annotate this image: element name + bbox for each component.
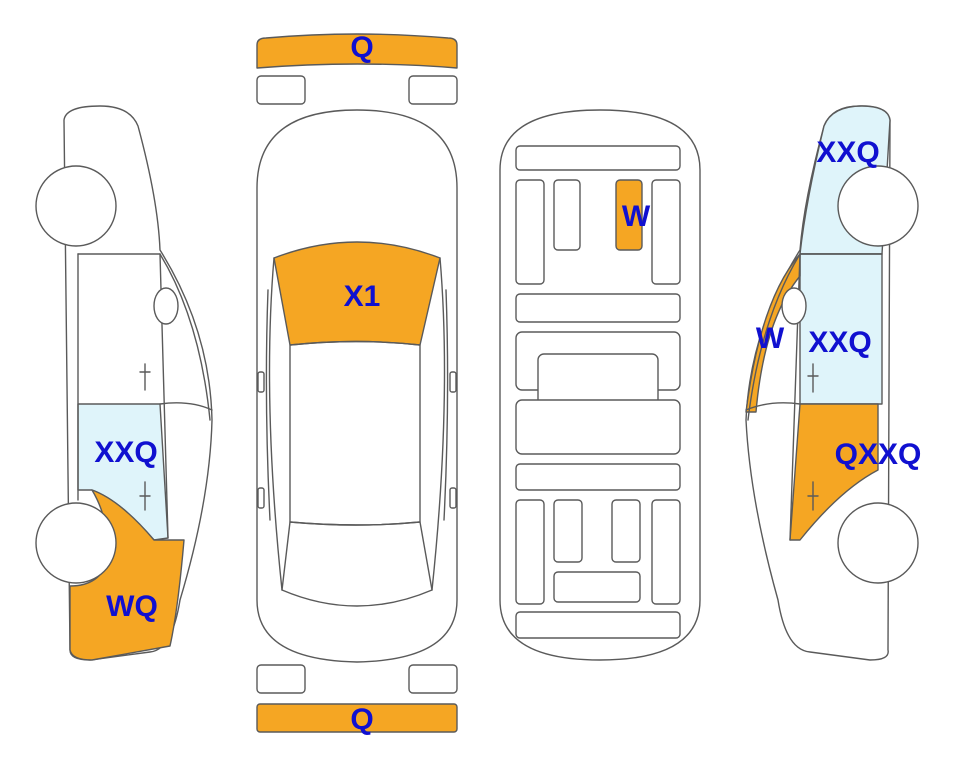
front-bumper-group xyxy=(256,33,458,105)
top-view-right-mirror xyxy=(449,371,457,393)
interior-rear-shelf xyxy=(553,571,641,603)
top-view-left-mirror xyxy=(257,371,265,393)
top-view-roof xyxy=(289,340,421,526)
interior-right-front-panel xyxy=(651,179,681,285)
top-view-left-side xyxy=(268,257,283,591)
label-right-a-pillar: W xyxy=(756,322,785,355)
right-mirror xyxy=(781,287,807,325)
label-right-front-door: XXQ xyxy=(808,326,871,359)
top-view-body-outline xyxy=(256,109,458,663)
right-rear-wheel-outer xyxy=(837,502,919,584)
top-view-right-door-line xyxy=(443,289,449,521)
right-front-handle xyxy=(807,363,819,393)
label-rear-bumper: Q xyxy=(350,703,373,736)
damage-labels: Q Q X1 W XXQ WQ XXQ W XXQ QXXQ xyxy=(94,31,921,736)
left-rear-handle xyxy=(139,481,151,511)
label-roof-interior: W xyxy=(622,200,651,233)
interior-view xyxy=(499,109,701,661)
left-front-wheel-outer xyxy=(35,165,117,247)
rear-right-light xyxy=(408,664,458,694)
label-left-rear-quarter: WQ xyxy=(106,590,158,623)
right-rear-handle xyxy=(807,481,819,511)
rear-bumper-part[interactable] xyxy=(256,703,458,733)
front-right-light xyxy=(408,75,458,105)
top-view-car xyxy=(256,109,458,663)
right-window-lower xyxy=(745,402,801,411)
interior-mid-lower xyxy=(515,399,681,455)
top-view-right-side xyxy=(431,257,446,591)
interior-rear-right-panel xyxy=(651,499,681,605)
interior-trunk xyxy=(515,611,681,639)
top-view-left-door-line xyxy=(265,289,271,521)
right-front-wheel-outer xyxy=(837,165,919,247)
rear-left-light xyxy=(256,664,306,694)
left-window-lower xyxy=(159,402,213,411)
interior-dash xyxy=(515,145,681,171)
interior-left-front-panel xyxy=(515,179,545,285)
right-window-line xyxy=(747,253,883,421)
interior-outline xyxy=(499,109,701,661)
left-body-outline xyxy=(63,105,213,661)
left-rear-wheel-outer xyxy=(35,502,117,584)
left-front-handle xyxy=(139,363,151,391)
left-mirror xyxy=(153,287,179,325)
rear-bumper-group xyxy=(256,664,458,733)
interior-left-seat xyxy=(553,179,581,251)
label-left-rear-door: XXQ xyxy=(94,436,157,469)
label-windshield: X1 xyxy=(344,280,381,313)
front-left-light xyxy=(256,75,306,105)
roof-interior-part[interactable] xyxy=(615,179,643,251)
interior-rear-seat-right xyxy=(611,499,641,563)
right-rear-door-part[interactable] xyxy=(789,403,879,541)
label-front-bumper: Q xyxy=(350,31,373,64)
label-right-rear-door: QXXQ xyxy=(835,438,922,471)
interior-rear-seat-left xyxy=(553,499,583,563)
interior-rear-left-panel xyxy=(515,499,545,605)
left-side-view xyxy=(35,105,213,661)
interior-rear-bar xyxy=(515,463,681,491)
front-bumper-part[interactable] xyxy=(256,33,458,69)
right-side-view xyxy=(745,105,919,661)
label-right-front-fender: XXQ xyxy=(816,136,879,169)
top-view-rear-window xyxy=(281,521,433,607)
left-window-line xyxy=(77,253,211,421)
top-view-left-handle xyxy=(257,487,265,509)
top-view-right-handle xyxy=(449,487,457,509)
interior-center-bar xyxy=(515,293,681,323)
